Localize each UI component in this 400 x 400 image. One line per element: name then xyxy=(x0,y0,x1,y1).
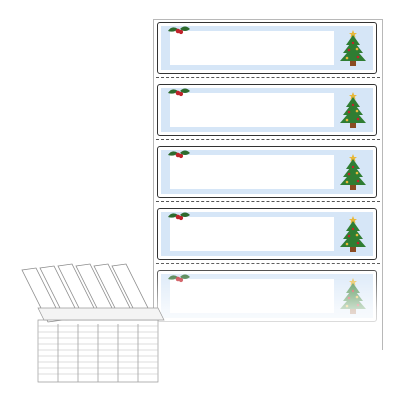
fanfold-lower-layer xyxy=(37,307,165,321)
christmas-tree-icon xyxy=(340,216,366,252)
christmas-tree-icon xyxy=(340,30,366,66)
stack-columns xyxy=(57,324,139,382)
christmas-tree-icon xyxy=(340,154,366,190)
label-writing-area xyxy=(170,155,334,189)
label-4 xyxy=(157,208,377,260)
label-writing-area xyxy=(170,279,334,313)
label-writing-area xyxy=(170,31,334,65)
label-writing-area xyxy=(170,93,334,127)
label-writing-area xyxy=(170,217,334,251)
holly-icon xyxy=(168,26,190,35)
perforation-line xyxy=(156,263,380,264)
fanfold-strips xyxy=(21,263,153,323)
label-5 xyxy=(157,270,377,322)
folded-label-stack-illustration xyxy=(21,263,165,383)
label-3 xyxy=(157,146,377,198)
holly-icon xyxy=(168,274,190,283)
label-1 xyxy=(157,22,377,74)
christmas-tree-icon xyxy=(340,278,366,314)
perforation-line xyxy=(156,201,380,202)
label-2 xyxy=(157,84,377,136)
holly-icon xyxy=(168,212,190,221)
label-sheet xyxy=(153,19,383,350)
holly-icon xyxy=(168,150,190,159)
perforation-line xyxy=(156,139,380,140)
christmas-tree-icon xyxy=(340,92,366,128)
holly-icon xyxy=(168,88,190,97)
perforation-line xyxy=(156,77,380,78)
